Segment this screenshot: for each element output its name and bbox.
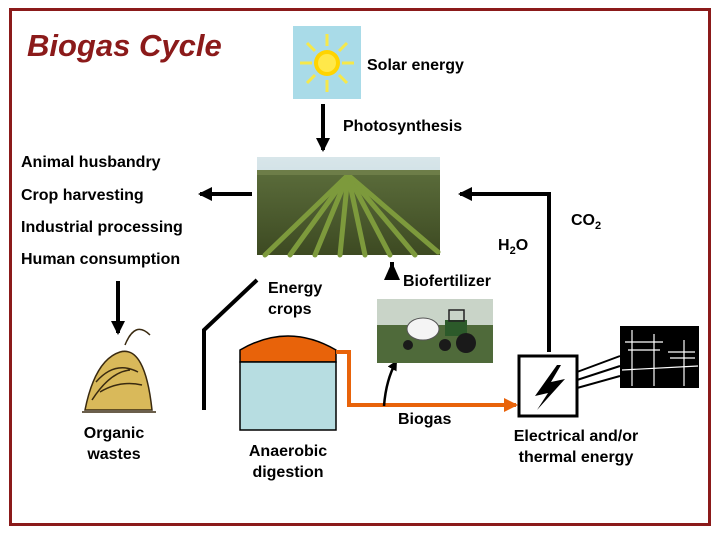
electrical-line1: Electrical and/or bbox=[513, 428, 639, 445]
human-consumption-label: Human consumption bbox=[21, 251, 181, 268]
animal-husbandry-label: Animal husbandry bbox=[21, 154, 161, 171]
co2-subscript: 2 bbox=[595, 220, 602, 233]
lightning-generator-icon bbox=[517, 354, 579, 418]
organic-wastes-line2: wastes bbox=[87, 446, 141, 463]
digestate-arrow bbox=[382, 360, 398, 407]
h2o-subscript: 2 bbox=[509, 245, 516, 258]
electrical-thermal-label: Electrical and/or thermal energy bbox=[496, 426, 656, 468]
power-lines-icon bbox=[576, 326, 699, 389]
energy-crops-label: Energy crops bbox=[268, 278, 322, 320]
photosynthesis-label: Photosynthesis bbox=[343, 118, 463, 135]
h2o-o: O bbox=[515, 237, 529, 254]
energy-crops-line2: crops bbox=[268, 301, 312, 318]
energy-crops-arrow bbox=[202, 278, 259, 410]
biogas-pipe bbox=[336, 350, 518, 412]
h2o-h: H bbox=[498, 237, 510, 254]
crop-harvesting-label: Crop harvesting bbox=[21, 187, 144, 204]
solar-energy-label: Solar energy bbox=[367, 57, 464, 74]
h2o-label: H2O bbox=[498, 237, 528, 257]
co2-label: CO2 bbox=[571, 212, 601, 232]
crop-field-photo bbox=[257, 157, 441, 258]
co2-h2o-return-arrow bbox=[458, 187, 551, 352]
anaerobic-digestion-label: Anaerobic digestion bbox=[233, 441, 343, 483]
anaerobic-line2: digestion bbox=[252, 464, 324, 481]
energy-crops-line1: Energy bbox=[268, 280, 323, 297]
organic-wastes-label: Organic wastes bbox=[69, 423, 159, 465]
slide-frame bbox=[9, 8, 711, 526]
electrical-line2: thermal energy bbox=[518, 449, 634, 466]
biogas-label: Biogas bbox=[398, 411, 452, 428]
organic-waste-icon bbox=[82, 328, 156, 413]
slide-title: Biogas Cycle bbox=[27, 28, 222, 63]
co2-co: CO bbox=[571, 212, 595, 229]
tractor-photo bbox=[377, 299, 493, 363]
anaerobic-line1: Anaerobic bbox=[248, 443, 328, 460]
industrial-processing-label: Industrial processing bbox=[21, 219, 183, 236]
sun-icon bbox=[293, 26, 361, 99]
biofertilizer-label: Biofertilizer bbox=[403, 273, 492, 290]
anaerobic-digester bbox=[239, 335, 337, 431]
organic-wastes-line1: Organic bbox=[83, 425, 145, 442]
